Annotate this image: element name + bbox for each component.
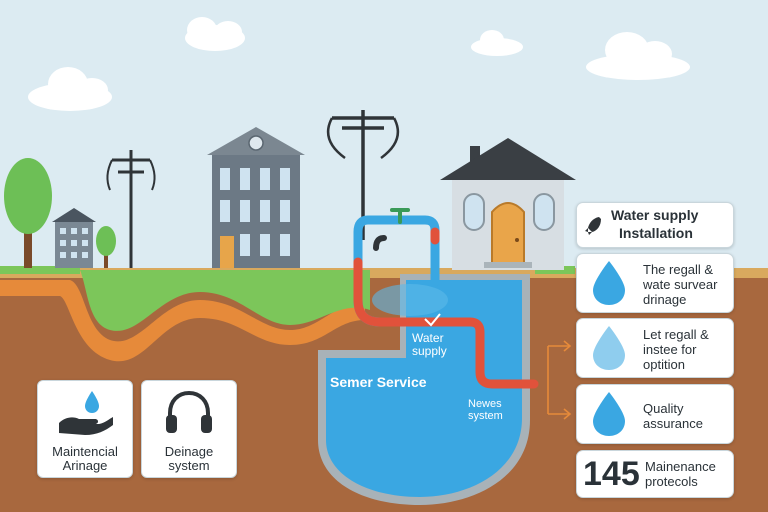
water-drop-icon (593, 326, 625, 370)
water-supply-label-line: supply (412, 344, 447, 358)
tree-icon (4, 158, 52, 268)
title-card: Water supply Installation (576, 202, 734, 248)
cloud-icon (185, 17, 245, 51)
drainage-card-text-line: Deinage (164, 444, 214, 459)
title-card-line2: Installation (619, 225, 693, 241)
apartment-building (207, 127, 305, 268)
feature-card-text-line: Let regall & (643, 327, 709, 342)
connector-arrows (547, 340, 572, 420)
clay-layer (0, 280, 365, 362)
cloud-icon (471, 30, 523, 56)
feature-card-text-line: optition (643, 357, 685, 372)
check-icon (424, 313, 441, 327)
drainage-card: Deinage system (141, 380, 237, 478)
feature-card-text-line: wate survear (643, 277, 718, 292)
news-system-label: Newes system (468, 398, 503, 422)
water-drop-icon (593, 261, 625, 305)
hand-water-drop-icon (59, 391, 113, 435)
cloud-icon (586, 32, 690, 80)
title-card-line1: Water supply (611, 207, 699, 223)
water-supply-label-line: Water (412, 331, 444, 345)
feature-card-text-line: assurance (643, 416, 703, 431)
clouds (28, 17, 690, 111)
small-tree-icon (96, 226, 116, 268)
rocket-icon (585, 217, 601, 235)
feature-card-text-line: Quality (643, 401, 684, 416)
grass-left (0, 266, 80, 274)
soil-top-band (0, 268, 768, 278)
maintenance-card-text-line: Arinage (62, 458, 108, 473)
feature-card-text-line: instee for (643, 342, 697, 357)
stat-card-text-line: Mainenance (645, 459, 716, 474)
water-drop-icon (593, 392, 625, 436)
small-building (52, 208, 96, 268)
utility-pole-icon (106, 150, 156, 268)
feature-card: Quality assurance (576, 384, 734, 444)
stat-card: 145 Mainenance protecols (576, 450, 734, 498)
headphones-icon (166, 390, 212, 433)
cloud-icon (28, 67, 112, 111)
news-system-label-line: Newes (468, 398, 502, 410)
feature-card-text-line: drinage (643, 292, 687, 307)
house (440, 138, 576, 270)
maintenance-card: Maintencial Arinage (37, 380, 133, 478)
feature-card-text-line: The regall & (643, 262, 714, 277)
water-supply-label: Water supply (412, 332, 447, 358)
news-system-label-line: system (468, 410, 503, 422)
stat-number: 145 (583, 455, 640, 493)
pipe-network (353, 208, 539, 389)
stat-card-text-line: protecols (645, 474, 698, 489)
feature-card: Let regall & instee for optition (576, 318, 734, 378)
drainage-card-text-line: system (168, 458, 210, 473)
sewer-service-label: Semer Service (330, 374, 427, 390)
maintenance-card-text-line: Maintencial (52, 444, 118, 459)
feature-card: The regall & wate survear drinage (576, 253, 734, 313)
grass (80, 270, 370, 331)
